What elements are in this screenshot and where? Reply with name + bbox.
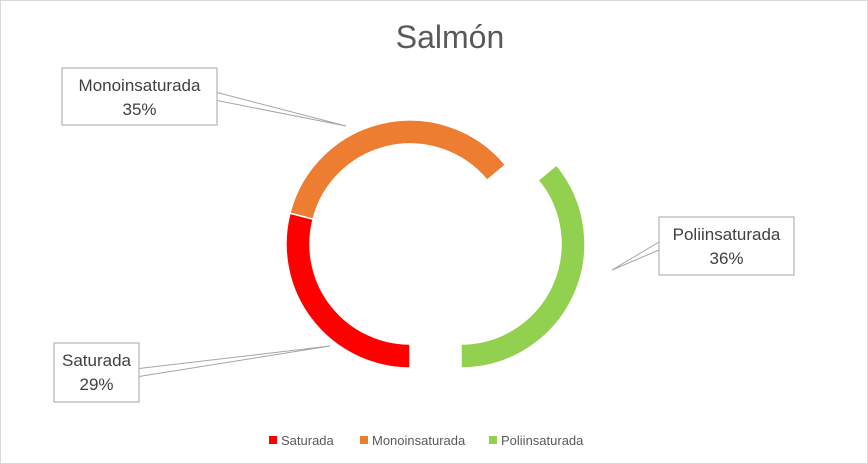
callout-leader-poliinsaturada: [611, 241, 660, 271]
slices-layer: [285, 119, 586, 369]
callout-value-saturada: 29%: [79, 375, 113, 394]
callout-name-saturada: Saturada: [62, 351, 132, 370]
callout-value-monoinsaturada: 35%: [122, 100, 156, 119]
legend-label-poliinsaturada: Poliinsaturada: [501, 433, 584, 448]
callout-box-poliinsaturada: [658, 216, 795, 276]
callout-leader-monoinsaturada: [216, 92, 347, 127]
legend: Saturada Monoinsaturada Poliinsaturada: [269, 433, 584, 448]
slice-saturada: [285, 212, 411, 369]
slice-poliinsaturada: [460, 163, 586, 369]
chart-title: Salmón: [396, 19, 505, 55]
callout-box-monoinsaturada: [61, 67, 218, 126]
callouts-layer: Saturada 29% Monoinsaturada 35% Poliinsatura…: [53, 67, 795, 403]
legend-swatch-poliinsaturada: [489, 436, 497, 444]
callout-leader-saturada: [138, 345, 331, 377]
slice-monoinsaturada: [288, 119, 507, 221]
legend-label-monoinsaturada: Monoinsaturada: [372, 433, 466, 448]
legend-label-saturada: Saturada: [281, 433, 335, 448]
callout-name-poliinsaturada: Poliinsaturada: [673, 225, 781, 244]
callout-box-saturada: [53, 342, 140, 403]
legend-swatch-monoinsaturada: [360, 436, 368, 444]
legend-swatch-saturada: [269, 436, 277, 444]
callout-name-monoinsaturada: Monoinsaturada: [79, 76, 201, 95]
callout-value-poliinsaturada: 36%: [709, 249, 743, 268]
